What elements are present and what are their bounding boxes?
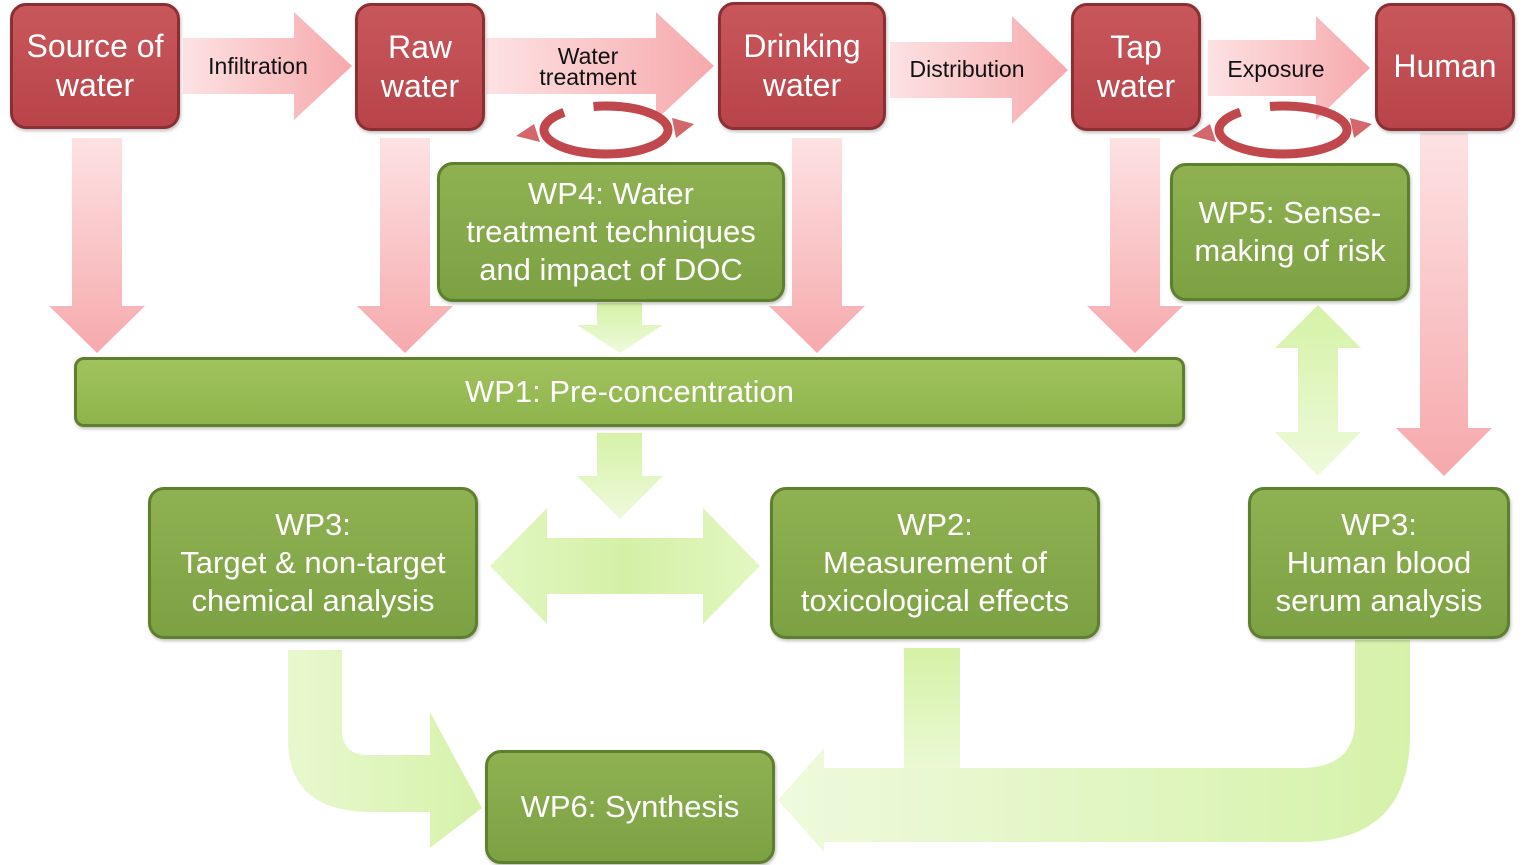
- arrow-tap-down: [1087, 138, 1183, 353]
- wp3-blood-serum-box: WP3: Human blood serum analysis: [1248, 487, 1510, 639]
- arrow-wp3-to-wp6: [288, 650, 482, 848]
- arrow-exposure: [1208, 16, 1370, 120]
- arrow-distribution: [890, 16, 1068, 124]
- stage-source-label: Source of water: [26, 27, 164, 103]
- wp3-chem-label: WP3: Target & non-target chemical analys…: [180, 507, 446, 618]
- stage-tap-water: Tap water: [1071, 3, 1201, 131]
- stage-source-of-water: Source of water: [10, 3, 180, 129]
- wp3-chemical-analysis-box: WP3: Target & non-target chemical analys…: [148, 487, 478, 639]
- stage-raw-label: Raw water: [380, 28, 460, 104]
- arrow-wp5-wp3-double: [1275, 305, 1361, 476]
- wp1-pre-concentration-bar: WP1: Pre-concentration: [74, 357, 1185, 427]
- process-exposure-label: Exposure: [1227, 56, 1325, 82]
- wp4-water-treatment-box: WP4: Water treatment techniques and impa…: [437, 162, 785, 302]
- stage-tap-label: Tap water: [1096, 28, 1176, 104]
- stage-human: Human: [1375, 3, 1515, 131]
- arrow-human-down: [1396, 133, 1492, 476]
- stage-drinking-water: Drinking water: [718, 2, 886, 130]
- wp2-label: WP2: Measurement of toxicological effect…: [800, 507, 1070, 618]
- wp5-sense-making-box: WP5: Sense- making of risk: [1170, 163, 1410, 301]
- wp3-blood-label: WP3: Human blood serum analysis: [1275, 507, 1483, 618]
- exposure-cycle-icon: [1192, 101, 1372, 159]
- arrow-wp3-blood-to-wp6: [778, 640, 1410, 852]
- process-distribution-label: Distribution: [909, 56, 1025, 82]
- arrow-drinking-down: [769, 138, 865, 353]
- stage-raw-water: Raw water: [355, 3, 485, 131]
- arrow-wp4-to-wp1: [577, 303, 663, 353]
- process-infiltration-label: Infiltration: [208, 53, 308, 79]
- wp5-label: WP5: Sense- making of risk: [1194, 195, 1386, 268]
- wp1-label: WP1: Pre-concentration: [464, 374, 795, 410]
- wp2-toxicological-effects-box: WP2: Measurement of toxicological effect…: [770, 487, 1100, 639]
- stage-drinking-label: Drinking water: [743, 27, 861, 103]
- process-treatment-label: Water treatment: [539, 43, 637, 91]
- wp4-label: WP4: Water treatment techniques and impa…: [466, 176, 756, 287]
- arrow-wp1-down: [577, 433, 663, 519]
- arrow-water-treatment: [486, 12, 714, 120]
- wp6-label: WP6: Synthesis: [520, 789, 740, 825]
- arrow-wp3-wp2-double: [490, 508, 760, 624]
- arrow-raw-down: [357, 138, 453, 353]
- arrow-source-down: [49, 138, 145, 353]
- treatment-cycle-icon: [516, 101, 694, 159]
- stage-human-label: Human: [1393, 48, 1497, 85]
- arrow-wp2-to-wp6: [904, 648, 960, 790]
- wp6-synthesis-box: WP6: Synthesis: [485, 750, 775, 864]
- arrow-infiltration: [183, 12, 352, 120]
